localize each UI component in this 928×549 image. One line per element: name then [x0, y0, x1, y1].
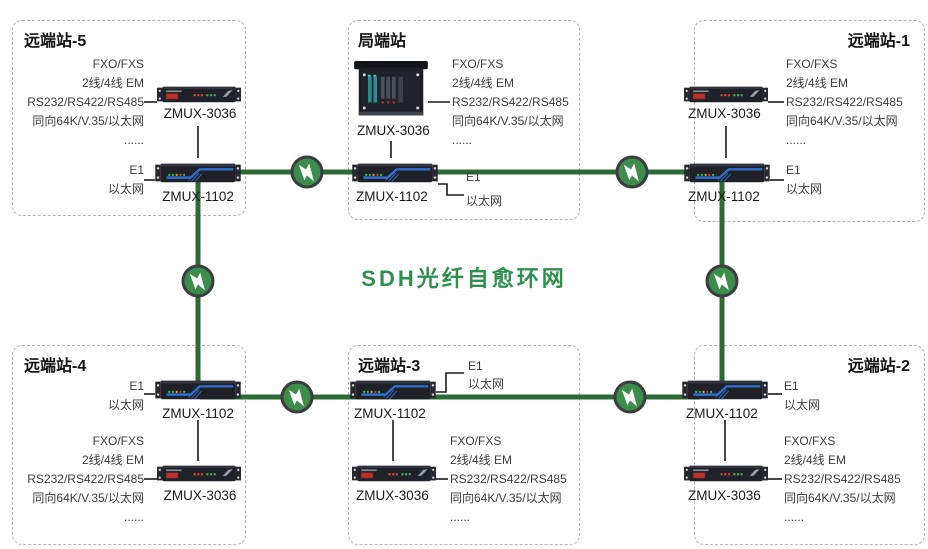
service-labels-remote-5: FXO/FXS 2线/4线 EM RS232/RS422/RS485 同向64K…	[18, 55, 144, 150]
service-label: FXO/FXS	[450, 434, 502, 448]
service-labels-remote-1: FXO/FXS 2线/4线 EM RS232/RS422/RS485 同向64K…	[786, 55, 903, 150]
service-label: ......	[786, 133, 807, 147]
service-label: 同向64K/V.35/以太网	[786, 114, 898, 128]
device-zmux-3036-remote-5	[157, 84, 241, 106]
device-zmux-3036-remote-4	[157, 463, 241, 485]
station-box-central	[348, 20, 580, 220]
fiber-link-icon	[612, 379, 648, 415]
service-labels-remote-2: FXO/FXS 2线/4线 EM RS232/RS422/RS485 同向64K…	[784, 432, 901, 527]
service-label: RS232/RS422/RS485	[450, 472, 567, 486]
service-label: 同向64K/V.35/以太网	[32, 491, 144, 505]
device-zmux-1102-remote-1	[684, 160, 770, 186]
device-label-zmux-3036: ZMUX-3036	[356, 488, 429, 503]
service-label: 2线/4线 EM	[452, 76, 515, 90]
station-title-remote-5: 远端站-5	[24, 33, 87, 50]
connector-line	[438, 183, 464, 196]
station-title-remote-1: 远端站-1	[847, 33, 910, 50]
service-label: 2线/4线 EM	[784, 453, 847, 467]
access-labels-remote-1: E1 以太网	[786, 161, 822, 199]
service-label: RS232/RS422/RS485	[27, 472, 144, 486]
ethernet-label: 以太网	[784, 398, 821, 412]
device-label-zmux-1102: ZMUX-1102	[354, 406, 426, 421]
service-label: ......	[784, 510, 805, 524]
service-label: RS232/RS422/RS485	[786, 95, 903, 109]
ethernet-label: 以太网	[107, 398, 144, 412]
service-label: FXO/FXS	[786, 57, 838, 71]
device-label-zmux-3036: ZMUX-3036	[688, 488, 761, 503]
service-label: 同向64K/V.35/以太网	[450, 491, 562, 505]
service-label: 2线/4线 EM	[81, 453, 144, 467]
device-zmux-3036-remote-2	[684, 463, 768, 485]
device-label-zmux-3036: ZMUX-3036	[163, 488, 237, 503]
device-zmux-3036-chassis-central	[354, 61, 428, 120]
e1-label: E1	[129, 379, 144, 393]
service-label: FXO/FXS	[452, 57, 504, 71]
device-label-zmux-1102: ZMUX-1102	[162, 189, 234, 204]
fiber-link-icon	[704, 263, 740, 299]
service-label: RS232/RS422/RS485	[27, 95, 144, 109]
station-title-remote-2: 远端站-2	[847, 358, 910, 375]
ethernet-label: 以太网	[786, 182, 823, 196]
station-title-remote-3: 远端站-3	[358, 358, 421, 375]
station-box-remote-2	[694, 345, 925, 545]
e1-label: E1	[468, 359, 483, 373]
device-zmux-1102-central	[352, 160, 438, 186]
ethernet-label: 以太网	[466, 194, 503, 208]
service-label: FXO/FXS	[92, 57, 144, 71]
device-zmux-1102-remote-3	[350, 377, 436, 403]
device-label-zmux-3036: ZMUX-3036	[357, 123, 430, 138]
device-label-zmux-1102: ZMUX-1102	[356, 189, 428, 204]
station-box-remote-3	[348, 345, 580, 545]
service-label: 同向64K/V.35/以太网	[32, 114, 144, 128]
access-labels-remote-2: E1 以太网	[784, 377, 820, 415]
device-zmux-3036-remote-3	[352, 463, 436, 485]
access-labels-remote-4: E1 以太网	[58, 377, 144, 415]
station-title-central: 局端站	[358, 33, 407, 50]
service-labels-central: FXO/FXS 2线/4线 EM RS232/RS422/RS485 同向64K…	[452, 55, 569, 150]
station-title-remote-4: 远端站-4	[24, 358, 87, 375]
e1-label: E1	[129, 163, 144, 177]
diagram-title: SDH光纤自愈环网	[361, 266, 567, 291]
e1-label: E1	[784, 379, 799, 393]
service-label: ......	[452, 133, 473, 147]
service-labels-remote-3: FXO/FXS 2线/4线 EM RS232/RS422/RS485 同向64K…	[450, 432, 567, 527]
ethernet-label: 以太网	[107, 182, 144, 196]
e1-label: E1	[786, 163, 801, 177]
station-box-remote-5	[12, 20, 246, 216]
device-label-zmux-1102: ZMUX-1102	[686, 406, 758, 421]
fiber-link-icon	[614, 154, 650, 190]
fiber-link-icon	[289, 154, 325, 190]
device-label-zmux-3036: ZMUX-3036	[163, 106, 237, 121]
service-label: 2线/4线 EM	[450, 453, 513, 467]
service-label: 同向64K/V.35/以太网	[452, 114, 564, 128]
device-zmux-1102-remote-2	[682, 377, 768, 403]
service-label: FXO/FXS	[784, 434, 836, 448]
service-label: ......	[123, 510, 144, 524]
service-label: ......	[450, 510, 471, 524]
service-label: 2线/4线 EM	[786, 76, 849, 90]
device-zmux-1102-remote-4	[155, 377, 241, 403]
device-zmux-1102-remote-5	[155, 160, 241, 186]
service-label: FXO/FXS	[92, 434, 144, 448]
service-label: ......	[123, 133, 144, 147]
connector-line	[436, 372, 464, 393]
service-label: 同向64K/V.35/以太网	[784, 491, 896, 505]
ethernet-label: 以太网	[468, 377, 505, 391]
device-label-zmux-1102: ZMUX-1102	[688, 189, 760, 204]
station-box-remote-1	[694, 20, 925, 222]
service-labels-remote-4: FXO/FXS 2线/4线 EM RS232/RS422/RS485 同向64K…	[18, 432, 144, 527]
service-label: RS232/RS422/RS485	[452, 95, 569, 109]
fiber-link-icon	[180, 263, 216, 299]
device-zmux-3036-remote-1	[684, 84, 768, 106]
service-label: 2线/4线 EM	[81, 76, 144, 90]
access-labels-remote-5: E1 以太网	[58, 161, 144, 199]
service-label: RS232/RS422/RS485	[784, 472, 901, 486]
device-label-zmux-3036: ZMUX-3036	[688, 106, 761, 121]
device-label-zmux-1102: ZMUX-1102	[162, 406, 234, 421]
e1-label: E1	[466, 170, 481, 184]
station-box-remote-4	[12, 345, 246, 545]
fiber-link-icon	[279, 379, 315, 415]
